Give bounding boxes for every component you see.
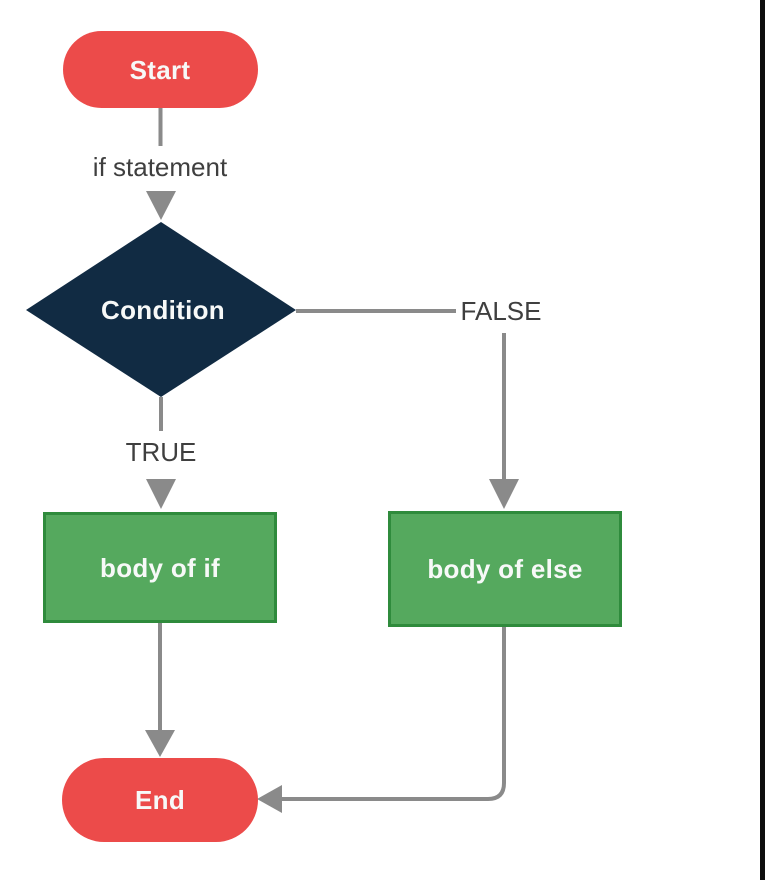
body-of-if-node-label: body of if	[100, 553, 220, 583]
edge-body-of-else-to-end-line	[281, 627, 506, 801]
start-node-label: Start	[129, 55, 191, 85]
body-of-if-node	[43, 512, 277, 623]
edge-label-if-statement: if statement	[92, 152, 228, 182]
edge-label-true: TRUE	[125, 437, 197, 467]
condition-node	[26, 222, 296, 397]
condition-node-label: Condition	[101, 295, 225, 325]
end-node-label: End	[134, 785, 186, 815]
end-node	[62, 758, 258, 842]
edge-label-false: FALSE	[460, 296, 542, 326]
arrowhead-into-condition	[146, 191, 176, 220]
body-of-else-node	[388, 511, 622, 627]
arrowhead-into-body-of-if	[146, 479, 176, 509]
arrowhead-into-end-right	[257, 785, 282, 813]
body-of-else-node-label: body of else	[427, 554, 583, 584]
arrowhead-into-end-top	[145, 730, 175, 757]
arrowhead-into-body-of-else	[489, 479, 519, 509]
start-node	[63, 31, 258, 108]
right-frame-line	[760, 0, 765, 880]
